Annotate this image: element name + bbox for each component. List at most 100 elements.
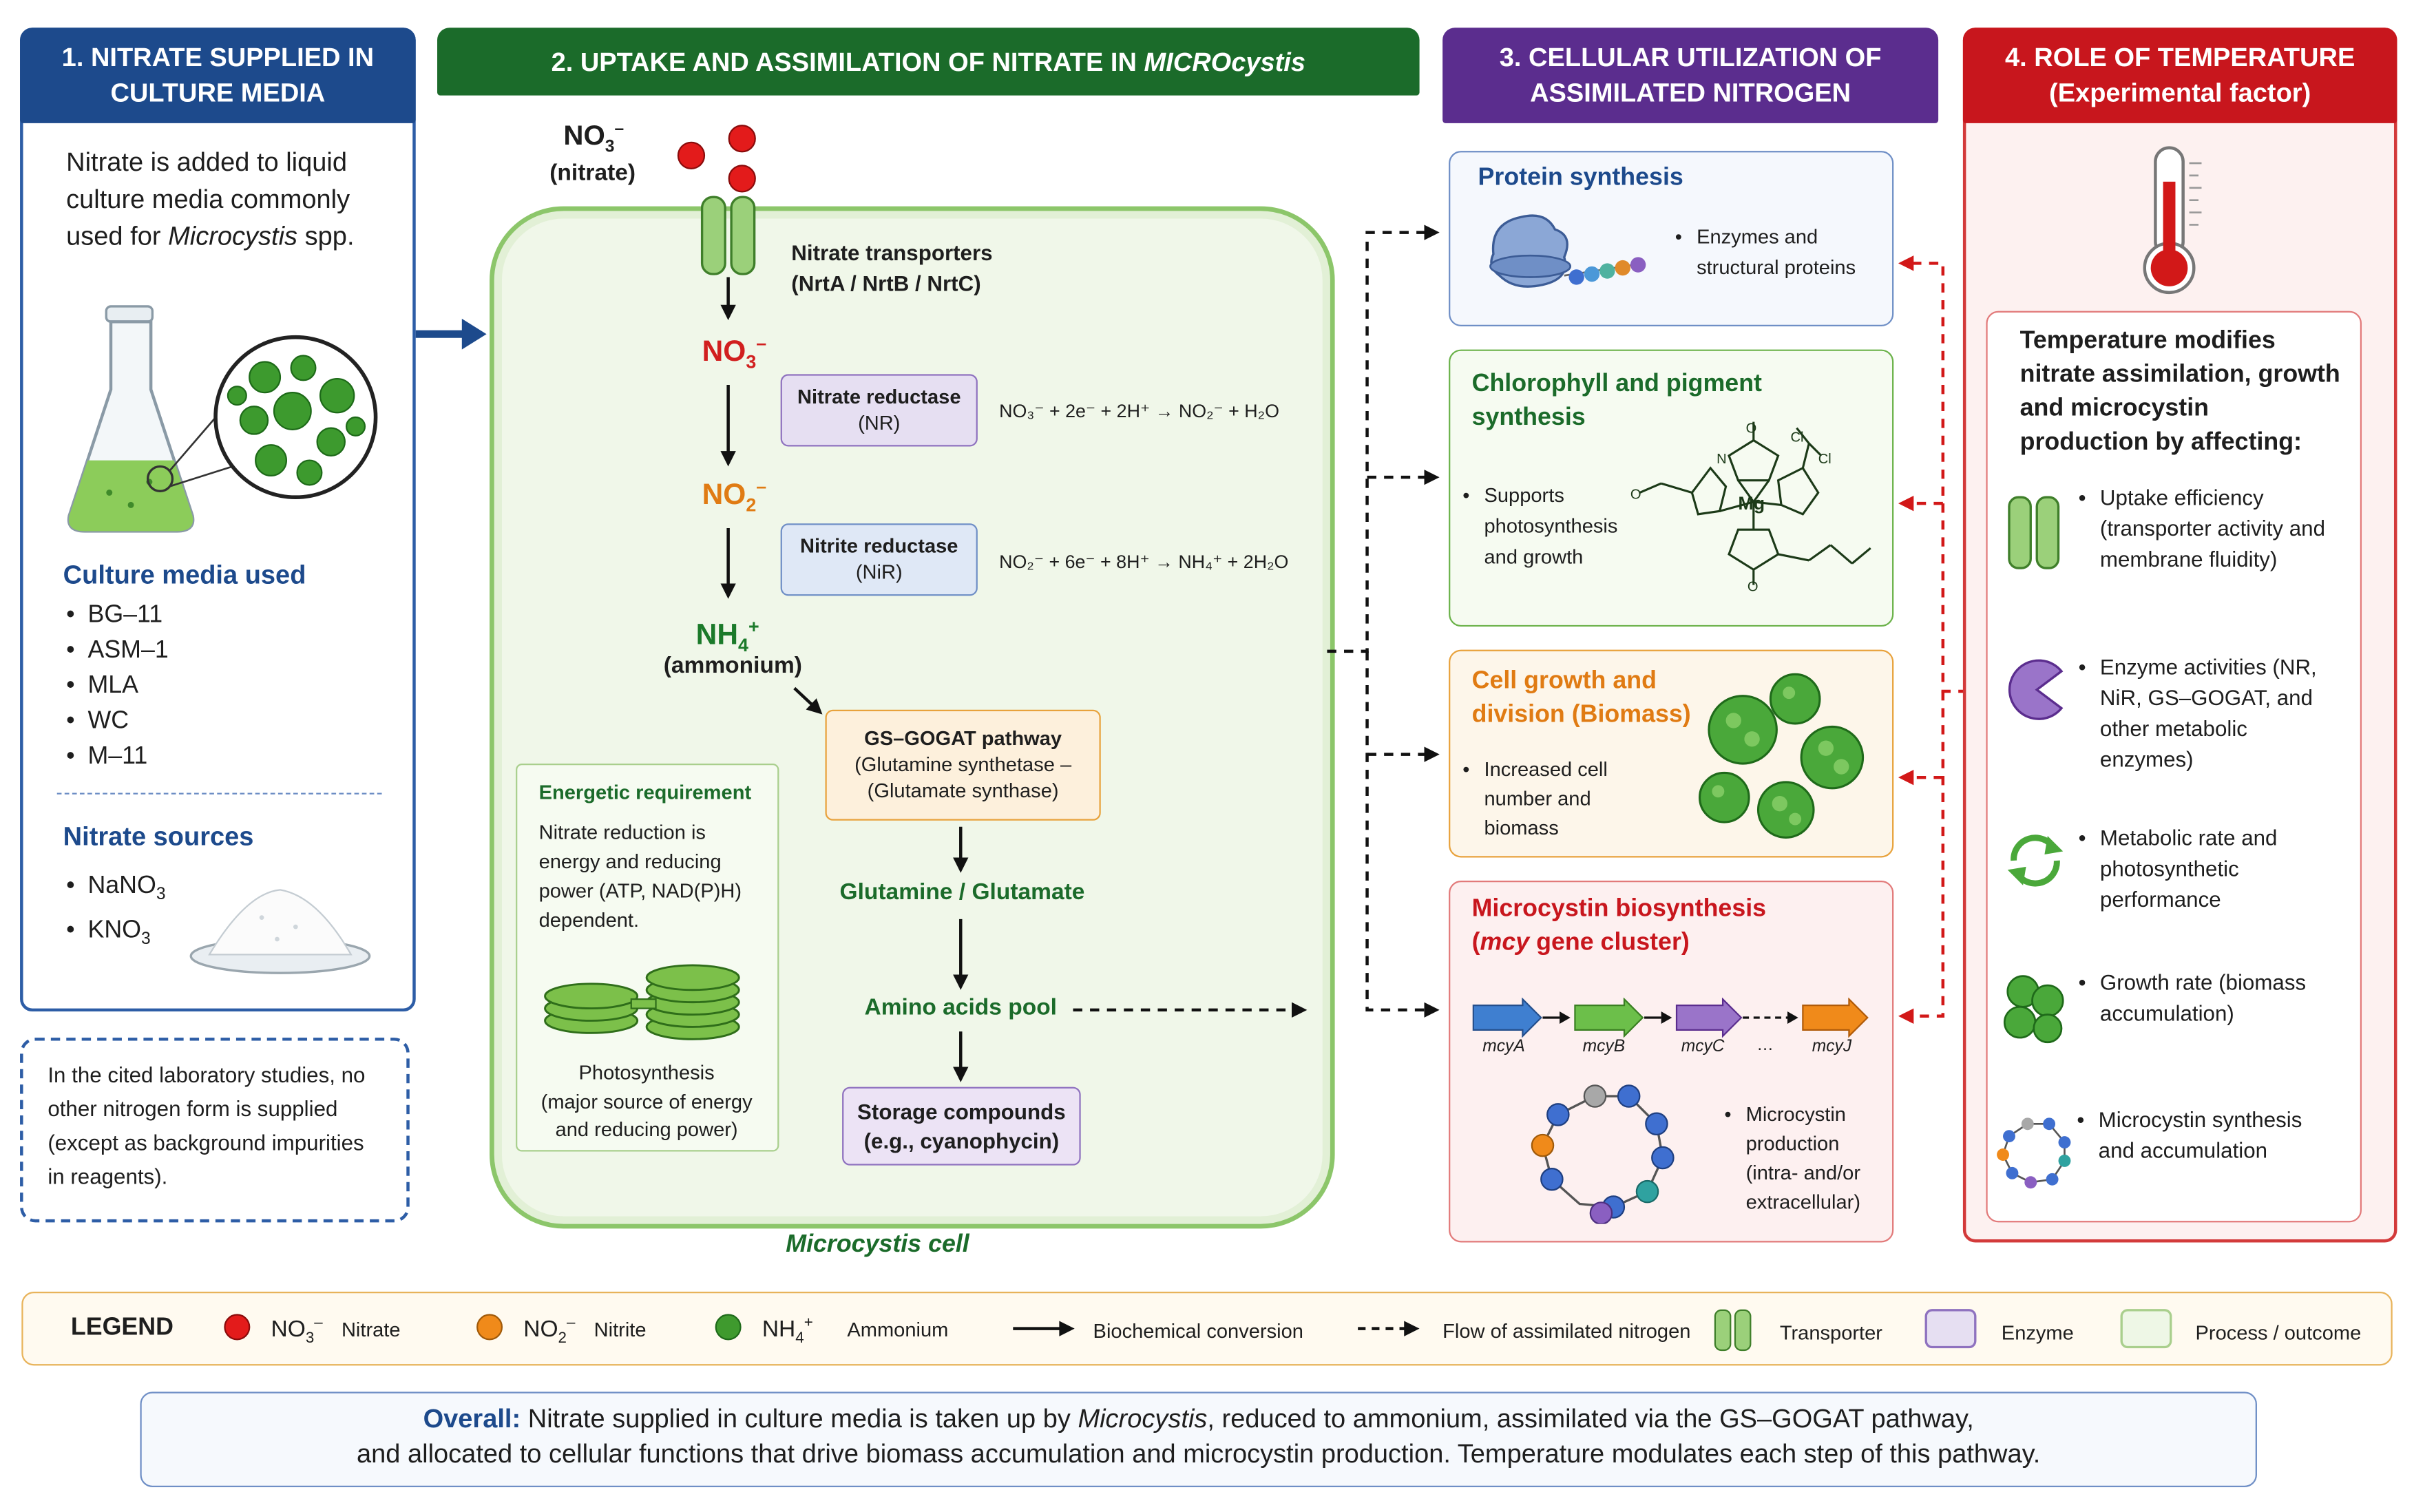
sources-heading: Nitrate sources [63, 822, 254, 852]
thylakoid-icon [544, 964, 740, 1040]
note-box: In the cited laboratory studies, no othe… [20, 1038, 410, 1223]
legend-process: Process / outcome [2195, 1321, 2362, 1345]
chlorophyll-title: Chlorophyll and pigment synthesis [1471, 370, 1762, 432]
overall-text-c: , reduced to ammonium, assimilated via t… [1207, 1404, 1974, 1434]
thermometer-icon [2143, 146, 2202, 295]
media-item: ASM–1 [66, 633, 169, 668]
microcystin-ring-icon [1531, 1084, 1675, 1224]
nitrate-sub: 3 [605, 138, 615, 157]
temp-item-text: Metabolic rate and photosynthetic perfor… [2079, 822, 2340, 914]
note-text: In the cited laboratory studies, no othe… [48, 1062, 366, 1189]
divider [56, 792, 382, 795]
legend-nitrite: NO2– Nitrite [523, 1315, 646, 1347]
temp-item-2: Enzyme activities (NR, NiR, GS–GOGAT, an… [2079, 651, 2340, 775]
ammonium-inside: NH4+ [695, 616, 759, 656]
source-subscript: 3 [156, 885, 166, 904]
chem-o-left: O [1630, 487, 1641, 502]
gene-label: mcyA [1482, 1038, 1525, 1056]
culture-intro-spp: spp. [304, 221, 355, 251]
header-uptake-genus: MICROcystis [1144, 47, 1306, 76]
header-culture-media-title: 1. NITRATE SUPPLIED IN CULTURE MEDIA [61, 43, 375, 108]
flask-illustration [67, 305, 378, 533]
growth-list: Increased cell number and biomass [1462, 755, 1628, 842]
legend-ammonium: NH4+ Ammonium [762, 1315, 949, 1347]
glutamine-glutamate: Glutamine / Glutamate [839, 879, 1085, 905]
legend-nh4-sub: 4 [795, 1330, 804, 1347]
source-name: NaNO [87, 872, 156, 899]
media-list: BG–11 ASM–1 MLA WC M–11 [66, 598, 169, 775]
legend-transporter: Transporter [1779, 1321, 1882, 1345]
legend-nitrate-label: Nitrate [341, 1318, 401, 1341]
nitrate-label: (nitrate) [549, 160, 636, 187]
legend-no3-sup: – [314, 1314, 323, 1332]
amino-acids-pool: Amino acids pool [864, 994, 1058, 1021]
nitrate-inside-sup: – [756, 332, 767, 355]
temp-item-text: Uptake efficiency (transporter activity … [2079, 482, 2340, 574]
overall-text-a: Nitrate supplied in culture media is tak… [527, 1404, 1071, 1434]
nitrate-reductase-box: Nitrate reductase (NR) [780, 374, 978, 447]
source-subscript: 3 [140, 930, 151, 949]
photosynthesis-title: Photosynthesis [578, 1060, 715, 1084]
nir-name: Nitrite reductase [800, 534, 958, 558]
header-utilization: 3. CELLULAR UTILIZATION OF ASSIMILATED N… [1442, 28, 1939, 123]
microcystin-subtitle: (mcy gene cluster) [1472, 930, 1690, 958]
chlorophyll-list: Supports photosynthesis and growth [1462, 481, 1644, 573]
legend-no2-sup: – [566, 1314, 576, 1332]
chem-mg: Mg [1738, 493, 1765, 514]
legend-flow: Flow of assimilated nitrogen [1442, 1319, 1691, 1343]
temp-item-1: Uptake efficiency (transporter activity … [2079, 482, 2340, 574]
mc-gene: mcy [1480, 930, 1530, 956]
nitrate-ions [677, 125, 756, 193]
header-uptake: 2. UPTAKE AND ASSIMILATION OF NITRATE IN… [437, 28, 1420, 96]
protein-title: Protein synthesis [1478, 165, 1683, 191]
culture-intro-genus: Microcystis [168, 221, 298, 251]
nr-name: Nitrate reductase [797, 385, 961, 408]
source-item: KNO3 [66, 913, 165, 958]
cycle-arrows-icon [2007, 834, 2064, 887]
microcystin-title: Microcystin biosynthesis [1471, 896, 1767, 923]
temp-item-text: Enzyme activities (NR, NiR, GS–GOGAT, an… [2079, 651, 2340, 775]
temp-item-3: Metabolic rate and photosynthetic perfor… [2079, 822, 2340, 914]
nr-abbr: (NR) [858, 411, 901, 434]
gene-label: … [1756, 1036, 1774, 1055]
microcystin-list: Microcystin production (intra- and/or ex… [1724, 1100, 1886, 1217]
nitrite-inside-sup: – [756, 475, 767, 498]
protein-icon [1489, 214, 1646, 288]
source-name: KNO [87, 918, 141, 945]
overall-box [140, 1392, 2257, 1487]
protein-text: Enzymes and structural proteins [1675, 222, 1883, 283]
ammonium-label: (ammonium) [663, 653, 802, 680]
overall-line2: and allocated to cellular functions that… [357, 1439, 2041, 1469]
nir-abbr: (NiR) [855, 560, 903, 584]
mcy-gene-arrows [1472, 997, 1869, 1038]
mc-gene-cluster: gene cluster) [1536, 930, 1690, 956]
ammonium-inside-sub: 4 [738, 634, 749, 656]
legend-title: LEGEND [70, 1314, 174, 1341]
chem-cl-1: Cl [1790, 430, 1803, 445]
legend-no3-sub: 3 [305, 1330, 315, 1347]
gs-gogat-box: GS–GOGAT pathway (Glutamine synthetase –… [825, 709, 1101, 821]
nitrite-inside: NO2– [702, 475, 767, 516]
media-item: WC [66, 704, 169, 739]
chlorophyll-molecule-icon: O Cl Cl N Mg O O [1630, 421, 1871, 594]
header-temperature: 4. ROLE OF TEMPERATURE (Experimental fac… [1962, 28, 2397, 123]
mc-paren: ( [1471, 930, 1480, 956]
energetic-text: Nitrate reduction is energy and reducing… [538, 820, 742, 932]
legend-no3: NO [271, 1316, 306, 1343]
temp-item-text: Growth rate (biomass accumulation) [2079, 967, 2340, 1028]
legend-icons [224, 1309, 2172, 1352]
legend-nh4: NH [762, 1316, 796, 1343]
overall-label: Overall: [423, 1404, 521, 1434]
media-item: MLA [66, 668, 169, 703]
growth-title: Cell growth and division (Biomass) [1471, 668, 1691, 728]
sources-list: NaNO3 KNO3 [66, 868, 165, 958]
chem-o-bottom: O [1747, 580, 1759, 594]
growth-text: Increased cell number and biomass [1462, 755, 1628, 842]
legend-ammonium-label: Ammonium [847, 1318, 949, 1341]
storage-sub: (e.g., cyanophycin) [863, 1128, 1060, 1153]
legend-box [21, 1292, 2393, 1366]
protein-list: Enzymes and structural proteins [1675, 222, 1883, 283]
transporter-small-icon [2008, 496, 2060, 569]
